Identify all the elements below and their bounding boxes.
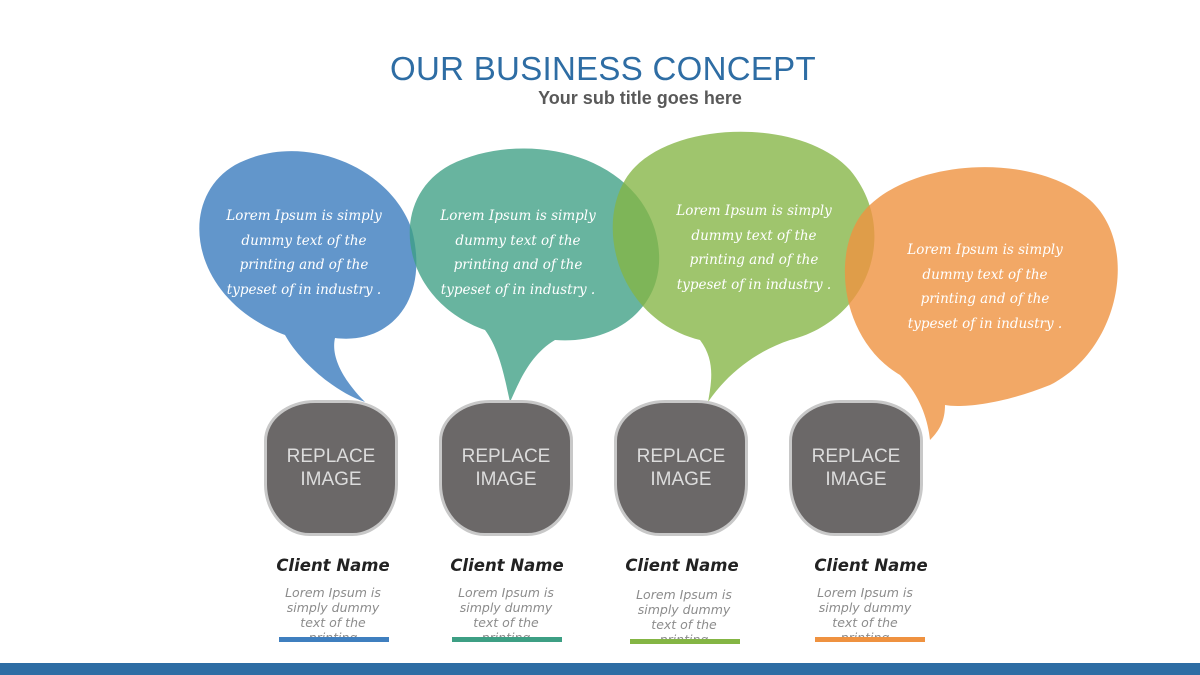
speech-bubble-orange (844, 167, 1118, 441)
footer-bar (0, 663, 1200, 675)
speech-bubble-teal (409, 148, 660, 402)
accent-underline-blue (279, 637, 389, 642)
speech-bubble-green (612, 131, 875, 402)
image-placeholder-label: REPLACE IMAGE (286, 446, 376, 490)
accent-underline-teal (452, 637, 562, 642)
bubble-text-4: Lorem Ipsum is simply dummy text of the … (907, 242, 1063, 332)
client-name-4: Client Name (814, 556, 928, 575)
page-subtitle: Your sub title goes here (538, 88, 742, 108)
client-description-3: Lorem Ipsum is simply dummy text of the … (636, 587, 732, 639)
image-placeholder-label: REPLACE IMAGE (811, 446, 901, 490)
bubble-text-2: Lorem Ipsum is simply dummy text of the … (440, 208, 596, 298)
accent-underline-orange (815, 637, 925, 642)
speech-bubble-blue (199, 151, 417, 402)
client-description-4: Lorem Ipsum is simply dummy text of the … (817, 585, 913, 637)
accent-underline-green (630, 639, 740, 644)
image-placeholder-2[interactable]: REPLACE IMAGE (439, 400, 573, 536)
page-title: OUR BUSINESS CONCEPT (390, 50, 816, 87)
image-placeholder-4[interactable]: REPLACE IMAGE (789, 400, 923, 536)
client-name-3: Client Name (625, 556, 739, 575)
client-description-2: Lorem Ipsum is simply dummy text of the … (458, 585, 554, 637)
client-name-1: Client Name (276, 556, 390, 575)
image-placeholder-label: REPLACE IMAGE (636, 446, 726, 490)
bubble-text-1: Lorem Ipsum is simply dummy text of the … (226, 208, 382, 298)
bubble-text-3: Lorem Ipsum is simply dummy text of the … (676, 203, 832, 293)
image-placeholder-3[interactable]: REPLACE IMAGE (614, 400, 748, 536)
client-name-2: Client Name (450, 556, 564, 575)
image-placeholder-1[interactable]: REPLACE IMAGE (264, 400, 398, 536)
client-description-1: Lorem Ipsum is simply dummy text of the … (285, 585, 381, 637)
image-placeholder-label: REPLACE IMAGE (461, 446, 551, 490)
